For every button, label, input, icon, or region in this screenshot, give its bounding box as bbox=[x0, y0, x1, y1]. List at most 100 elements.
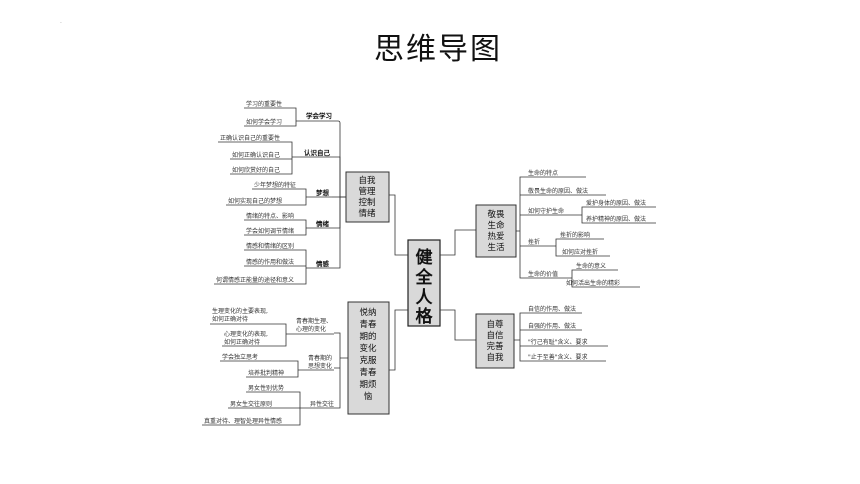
branch-label: 青春 bbox=[359, 367, 377, 378]
corner-mark: · bbox=[60, 20, 62, 27]
connector bbox=[244, 219, 314, 236]
branch-label: 生命 bbox=[487, 220, 505, 231]
connector bbox=[332, 196, 346, 269]
leaf: 敬畏生命的原因、做法 bbox=[528, 187, 588, 195]
leaf: 学习的重要性 bbox=[246, 100, 282, 108]
connector bbox=[552, 238, 610, 257]
leaf: 少年梦想的特征 bbox=[254, 181, 296, 189]
leaf: 培养批判精神 bbox=[248, 369, 284, 377]
leaf: 男女性别优势 bbox=[248, 384, 284, 392]
branch-node-self-esteem bbox=[475, 313, 515, 369]
leaf: 如何守护生命 bbox=[528, 207, 564, 215]
branch-node-self-management bbox=[345, 171, 390, 223]
branch-label: 自我 bbox=[486, 352, 504, 363]
connector bbox=[440, 309, 476, 341]
connector bbox=[210, 323, 294, 347]
sub-topic: 异性交往 bbox=[310, 400, 334, 408]
branch-label: 恼 bbox=[364, 391, 373, 402]
leaf: 真重对待、理智处理异性情感 bbox=[204, 417, 282, 425]
page-title: 思维导图 bbox=[374, 32, 502, 67]
sub-topic: 青春期的 bbox=[308, 354, 332, 362]
branch-label: 克服 bbox=[359, 356, 377, 366]
leaf: 生命的价值 bbox=[528, 270, 558, 278]
connector bbox=[566, 269, 640, 288]
leaf: 如何实现自己的梦想 bbox=[228, 197, 282, 205]
leaf: "行己有耻"含义、要求 bbox=[528, 338, 588, 346]
leaf: 心理变化的表现, bbox=[224, 330, 268, 338]
underline bbox=[526, 312, 608, 362]
branch-label: 自信 bbox=[486, 330, 504, 341]
connector bbox=[202, 391, 308, 426]
leaf: 自强的作用、做法 bbox=[528, 322, 576, 330]
center-char: 全 bbox=[415, 267, 434, 288]
connector bbox=[332, 120, 346, 198]
branch-label: 变化 bbox=[359, 343, 377, 354]
underline bbox=[526, 176, 606, 279]
connector bbox=[389, 309, 408, 371]
sub-topic: 思想变化 bbox=[308, 362, 332, 370]
connector bbox=[220, 360, 306, 378]
center-node bbox=[407, 239, 441, 327]
leaf: 情感的作用和做法 bbox=[246, 258, 294, 266]
branch-node-life bbox=[475, 204, 517, 258]
connector bbox=[332, 197, 341, 229]
sub-topic: 情绪 bbox=[316, 219, 330, 228]
branch-label: 生活 bbox=[487, 242, 505, 253]
leaf: 养护精神的原因、做法 bbox=[586, 215, 646, 223]
branch-node-puberty bbox=[347, 301, 390, 415]
leaf: 生理变化的主要表现, bbox=[212, 307, 268, 315]
connector bbox=[332, 156, 341, 197]
connector bbox=[214, 249, 314, 285]
center-char: 健 bbox=[416, 247, 433, 268]
leaf: 何谓情感正能量的途径和意义 bbox=[216, 276, 294, 284]
connector bbox=[440, 229, 476, 256]
leaf: 学会独立思考 bbox=[222, 353, 258, 361]
sub-topic: 学会学习 bbox=[306, 111, 332, 120]
branch-label: 热爱 bbox=[487, 231, 504, 242]
connector bbox=[226, 188, 314, 206]
leaf: 学会如何调节情绪 bbox=[246, 227, 294, 235]
connector bbox=[334, 332, 348, 409]
branch-label: 敬畏 bbox=[487, 209, 505, 220]
branch-label: 期的 bbox=[359, 331, 376, 342]
sub-topic: 梦想 bbox=[316, 188, 330, 197]
connector bbox=[578, 206, 656, 224]
leaf: 正确认识自己的重要性 bbox=[220, 134, 280, 142]
leaf: 如何欣赏好的自己 bbox=[232, 166, 280, 174]
leaf: 爱护身体的原因、做法 bbox=[586, 199, 646, 207]
branch-label: 悦纳 bbox=[359, 307, 376, 318]
leaf: 如何正确认识自己 bbox=[232, 151, 280, 159]
branch-label: 青春 bbox=[359, 319, 377, 330]
leaf: 如何正确对待 bbox=[224, 338, 260, 346]
connector bbox=[218, 141, 302, 175]
branch-label: 控制 bbox=[358, 197, 375, 208]
center-char: 格 bbox=[416, 306, 434, 327]
branch-label: 自我 bbox=[358, 175, 376, 186]
leaf: "止于至善"含义、要求 bbox=[528, 353, 588, 361]
branch-label: 完善 bbox=[486, 341, 504, 352]
sub-topic: 心理的变化 bbox=[296, 325, 326, 333]
connector bbox=[516, 176, 526, 279]
sub-topic: 情感 bbox=[316, 259, 330, 268]
branch-label: 期烦 bbox=[359, 379, 377, 390]
branch-label: 自尊 bbox=[486, 319, 504, 330]
connector bbox=[244, 107, 304, 127]
connector bbox=[514, 312, 526, 362]
leaf: 挫折的影响 bbox=[560, 231, 590, 239]
leaf: 如何应对挫折 bbox=[562, 248, 598, 256]
sub-topic: 认识自己 bbox=[304, 148, 331, 157]
leaf: 情感和情绪的区别 bbox=[246, 242, 294, 250]
leaf: 如何学会学习 bbox=[246, 118, 282, 126]
branch-label: 情绪 bbox=[358, 208, 376, 219]
branch-label: 管理 bbox=[358, 186, 376, 197]
leaf: 如何活出生命的精彩 bbox=[566, 279, 620, 287]
connector bbox=[389, 194, 408, 256]
leaf: 挫折 bbox=[528, 238, 540, 246]
leaf: 如何正确对待 bbox=[212, 315, 248, 323]
leaf: 生命的特点 bbox=[528, 169, 558, 177]
leaf: 生命的意义 bbox=[576, 262, 606, 270]
leaf: 自信的作用、做法 bbox=[528, 305, 576, 313]
leaf: 情绪的特点、影响 bbox=[246, 212, 294, 220]
leaf: 男女生交往原则 bbox=[230, 400, 272, 408]
